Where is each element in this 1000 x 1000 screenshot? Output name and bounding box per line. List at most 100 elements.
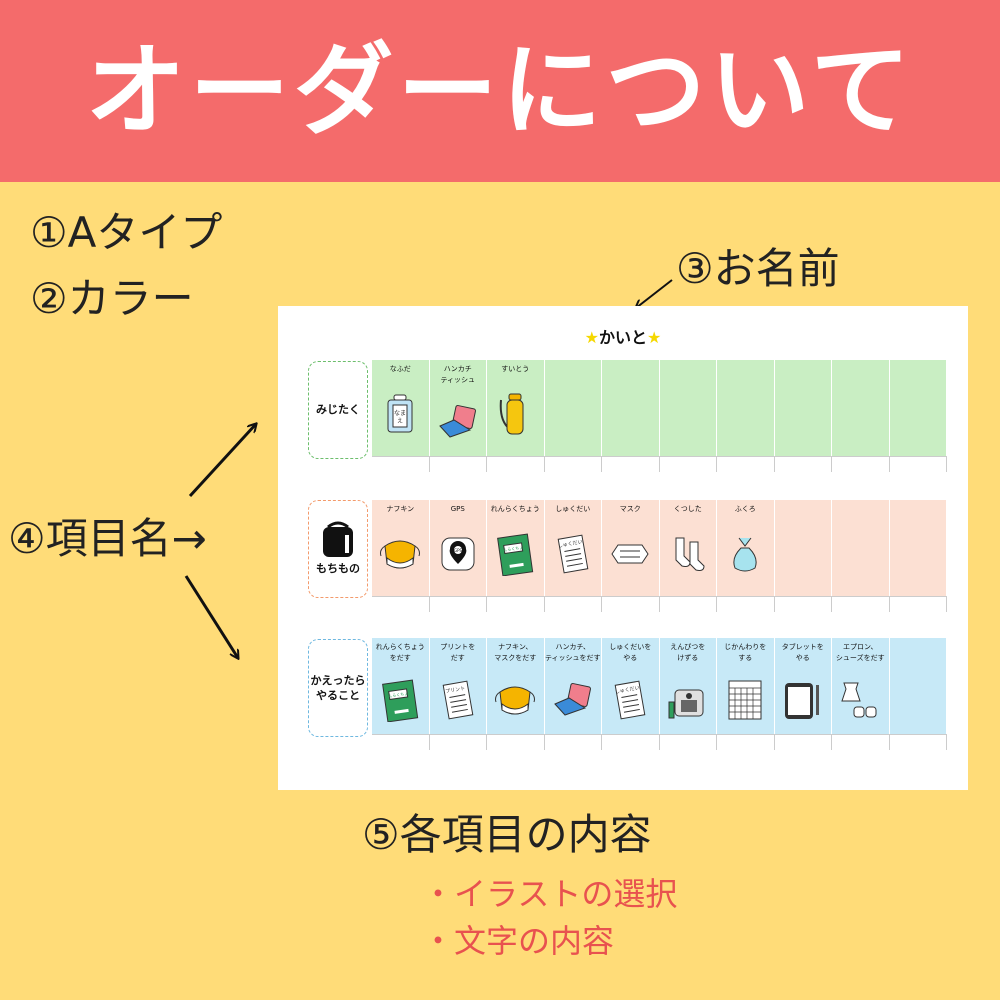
sub-text: ・文字の内容 <box>422 922 615 960</box>
row-grid-kaettara: れんらくちょう をだすれんらくちょうプリントを だすプリントナフキン、 マスクを… <box>372 638 947 750</box>
grid-cell-footer <box>372 456 430 472</box>
napkin-bag-icon <box>492 680 538 724</box>
grid-cell-footer <box>429 456 487 472</box>
grid-cell-footer <box>774 596 832 612</box>
svg-text:え: え <box>397 418 403 425</box>
cell-label: ナフキン <box>386 505 415 513</box>
handkerchief-icon <box>551 682 595 722</box>
grid-cell: ハンカチ ティッシュ <box>429 360 487 456</box>
page-title: オーダーについて <box>85 32 915 149</box>
grid-cell <box>774 360 832 456</box>
grid-cell-footer <box>832 734 890 750</box>
homework-icon: しゅくだい <box>613 679 647 725</box>
cell-label: なふだ <box>389 365 411 373</box>
grid-cell: ナフキン <box>372 500 430 596</box>
grid-cell: しゅくだいしゅくだい <box>544 500 602 596</box>
notebook-icon: れんらくちょう <box>381 678 419 726</box>
svg-text:れんらくちょう: れんらくちょう <box>384 689 413 699</box>
grid-cell: ハンカチ、 ティッシュをだす <box>544 638 602 734</box>
grid-cell: すいとう <box>487 360 545 456</box>
timetable-icon <box>726 679 764 725</box>
svg-text:れんらくちょう: れんらくちょう <box>499 543 528 553</box>
row-grid-mijitaku: なふだなまえ ハンカチ ティッシュ すいとう <box>372 360 947 472</box>
grid-cell: GPS GPS <box>429 500 487 596</box>
grid-cell: ふくろ <box>717 500 775 596</box>
grid-cell-footer <box>659 456 717 472</box>
row-label-kaettara: かえったら やること <box>308 639 368 737</box>
grid-cell-footer <box>717 456 775 472</box>
grid-cell <box>659 360 717 456</box>
sharpener-icon <box>667 680 709 724</box>
svg-text:しゅくだい: しゅくだい <box>615 685 641 695</box>
cell-label: ハンカチ ティッシュ <box>440 365 476 385</box>
cell-label: マスク <box>619 505 641 513</box>
grid-cell-footer <box>774 734 832 750</box>
arrow-down <box>184 575 238 658</box>
grid-cell-footer <box>602 596 660 612</box>
cell-label: タブレットを やる <box>781 643 824 663</box>
cell-label: れんらくちょう <box>490 505 540 513</box>
socks-icon <box>668 534 708 578</box>
bag-icon <box>727 534 763 578</box>
svg-text:なま: なま <box>394 410 406 417</box>
grid-cell-footer <box>372 734 430 750</box>
name-tag-icon: なまえ <box>386 394 414 438</box>
gps-icon: GPS <box>440 536 476 576</box>
water-bottle-icon <box>497 392 533 440</box>
label-contents: ⑤各項目の内容 <box>362 810 652 859</box>
label-name: ③お名前 <box>676 244 840 293</box>
grid-cell: くつした <box>659 500 717 596</box>
cell-label: じかんわりを する <box>724 643 767 663</box>
schedule-card: ★かいと★ みじたく もちもの かえったら やること なふだなまえハンカチ ティ… <box>278 306 968 790</box>
grid-cell-footer <box>544 596 602 612</box>
grid-cell <box>717 360 775 456</box>
cell-label: すいとう <box>501 365 530 373</box>
grid-cell: マスク <box>602 500 660 596</box>
row-label-mijitaku: みじたく <box>308 361 368 459</box>
label-type: ①Aタイプ <box>30 208 223 257</box>
star-icon: ★ <box>647 328 662 347</box>
backpack-icon <box>323 521 353 558</box>
grid-cell <box>602 360 660 456</box>
grid-cell-footer <box>429 596 487 612</box>
grid-cell: れんらくちょう をだすれんらくちょう <box>372 638 430 734</box>
notebook-icon: れんらくちょう <box>496 532 534 580</box>
grid-cell-footer <box>889 596 947 612</box>
header-banner: オーダーについて <box>0 0 1000 182</box>
grid-cell-footer <box>487 734 545 750</box>
cell-label: エプロン、 シューズをだす <box>835 643 885 663</box>
homework-icon: しゅくだい <box>556 533 590 579</box>
grid-cell-footer <box>429 734 487 750</box>
grid-cell <box>774 500 832 596</box>
cell-label: ハンカチ、 ティッシュをだす <box>544 643 601 663</box>
svg-text:しゅくだい: しゅくだい <box>557 539 583 549</box>
grid-cell <box>889 360 947 456</box>
cell-label: ナフキン、 マスクをだす <box>494 643 537 663</box>
grid-cell-footer <box>717 734 775 750</box>
grid-cell-footer <box>487 456 545 472</box>
cell-label: くつした <box>673 505 702 513</box>
svg-text:GPS: GPS <box>454 548 463 553</box>
grid-cell: プリントを だすプリント <box>429 638 487 734</box>
grid-cell-footer <box>602 456 660 472</box>
grid-cell: ナフキン、 マスクをだす <box>487 638 545 734</box>
cell-label: えんぴつを けずる <box>670 643 706 663</box>
grid-cell-footer <box>832 456 890 472</box>
grid-cell: じかんわりを する <box>717 638 775 734</box>
grid-cell <box>889 500 947 596</box>
svg-text:プリント: プリント <box>445 686 466 695</box>
grid-cell-footer <box>889 734 947 750</box>
grid-cell-footer <box>544 734 602 750</box>
print-icon: プリント <box>441 679 475 725</box>
cell-label: GPS <box>450 505 465 513</box>
grid-cell <box>544 360 602 456</box>
grid-cell: タブレットを やる <box>774 638 832 734</box>
label-color: ②カラー <box>30 274 194 323</box>
grid-cell-footer <box>372 596 430 612</box>
cell-label: しゅくだいを やる <box>609 643 652 663</box>
grid-cell <box>832 500 890 596</box>
napkin-bag-icon <box>377 534 423 578</box>
grid-cell-footer <box>659 734 717 750</box>
apron-icon <box>838 679 882 725</box>
